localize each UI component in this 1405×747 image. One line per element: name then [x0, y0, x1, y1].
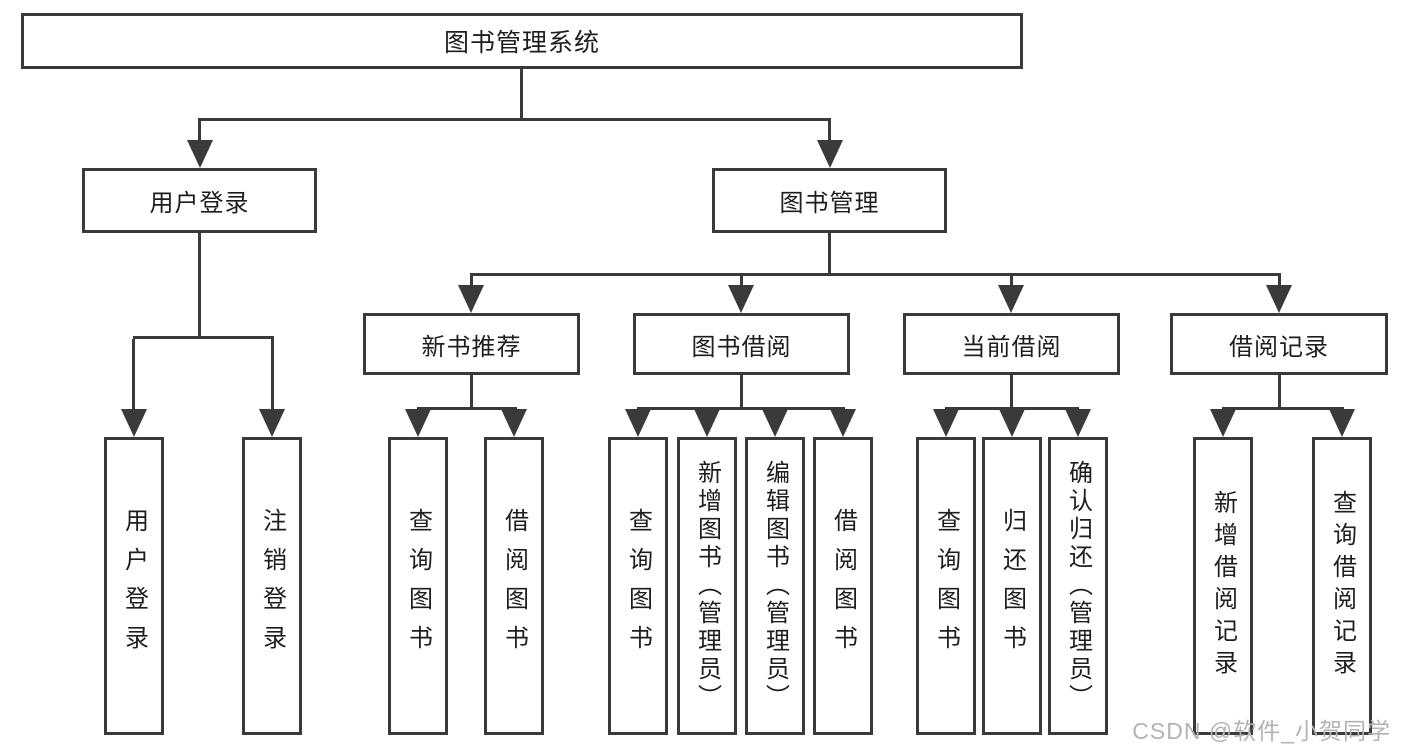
connector-line — [132, 339, 135, 414]
connector-line — [271, 339, 274, 414]
connector-line — [828, 232, 831, 276]
node-current-borrowing: 当前借阅 — [903, 313, 1120, 375]
arrowhead-down-icon — [501, 409, 527, 437]
leaf-add-borrow-record: 新增借阅记录 — [1193, 437, 1253, 735]
leaf-label: 借阅图书 — [829, 508, 857, 664]
connector-line — [417, 407, 517, 410]
leaf-label: 借阅图书 — [500, 508, 528, 664]
leaf-query-books-borrowing: 查询图书 — [608, 437, 668, 735]
arrowhead-down-icon — [259, 409, 285, 437]
connector-line — [198, 121, 201, 146]
arrowhead-down-icon — [694, 409, 720, 437]
leaf-query-books-recommend: 查询图书 — [388, 437, 448, 735]
connector-line — [1278, 276, 1281, 290]
arrowhead-down-icon — [762, 409, 788, 437]
leaf-query-books-current: 查询图书 — [916, 437, 976, 735]
connector-line — [198, 118, 831, 121]
connector-line — [198, 232, 201, 339]
arrowhead-down-icon — [121, 409, 147, 437]
arrowhead-down-icon — [1266, 285, 1292, 313]
arrowhead-down-icon — [830, 409, 856, 437]
arrowhead-down-icon — [999, 409, 1025, 437]
connector-line — [740, 276, 743, 290]
arrowhead-down-icon — [933, 409, 959, 437]
csdn-watermark: CSDN @软件_小贺同学 — [1132, 718, 1391, 744]
leaf-borrow-books: 借阅图书 — [813, 437, 873, 735]
leaf-label: 注销登录 — [258, 508, 286, 664]
leaf-label: 编辑图书（管理员） — [761, 460, 789, 712]
node-new-book-recommend: 新书推荐 — [363, 313, 580, 375]
connector-line — [470, 374, 473, 410]
leaf-logout: 注销登录 — [242, 437, 302, 735]
arrowhead-down-icon — [1065, 409, 1091, 437]
leaf-edit-books-admin: 编辑图书（管理员） — [745, 437, 805, 735]
leaf-user-login: 用户登录 — [104, 437, 164, 735]
leaf-add-books-admin: 新增图书（管理员） — [677, 437, 737, 735]
leaf-label: 查询图书 — [624, 508, 652, 664]
connector-line — [740, 374, 743, 410]
connector-line — [1278, 374, 1281, 410]
connector-line — [1010, 374, 1013, 410]
node-book-management: 图书管理 — [712, 168, 947, 233]
arrowhead-down-icon — [1210, 409, 1236, 437]
leaf-label: 确认归还（管理员） — [1064, 460, 1092, 712]
leaf-label: 用户登录 — [120, 508, 148, 664]
leaf-label: 查询图书 — [404, 508, 432, 664]
leaf-label: 查询借阅记录 — [1328, 490, 1356, 682]
arrowhead-down-icon — [405, 409, 431, 437]
arrowhead-down-icon — [998, 285, 1024, 313]
connector-line — [1222, 407, 1344, 410]
connector-line — [637, 407, 845, 410]
connector-line — [470, 276, 473, 290]
connector-line — [133, 336, 274, 339]
leaf-label: 查询图书 — [932, 508, 960, 664]
arrowhead-down-icon — [817, 140, 843, 168]
node-user-login: 用户登录 — [82, 168, 317, 233]
leaf-label: 新增图书（管理员） — [693, 460, 721, 712]
leaf-return-books: 归还图书 — [982, 437, 1042, 735]
arrowhead-down-icon — [187, 140, 213, 168]
arrowhead-down-icon — [625, 409, 651, 437]
arrowhead-down-icon — [1329, 409, 1355, 437]
arrowhead-down-icon — [458, 285, 484, 313]
leaf-label: 归还图书 — [998, 508, 1026, 664]
node-borrowing-records: 借阅记录 — [1170, 313, 1388, 375]
arrowhead-down-icon — [728, 285, 754, 313]
connector-line — [520, 69, 523, 121]
connector-line — [945, 407, 1079, 410]
connector-line — [1010, 276, 1013, 290]
leaf-confirm-return-admin: 确认归还（管理员） — [1048, 437, 1108, 735]
leaf-borrow-books-recommend: 借阅图书 — [484, 437, 544, 735]
leaf-query-borrow-record: 查询借阅记录 — [1312, 437, 1372, 735]
connector-line — [470, 273, 1281, 276]
node-library-management-system: 图书管理系统 — [21, 13, 1023, 69]
leaf-label: 新增借阅记录 — [1209, 490, 1237, 682]
node-book-borrowing: 图书借阅 — [633, 313, 850, 375]
connector-line — [828, 121, 831, 146]
